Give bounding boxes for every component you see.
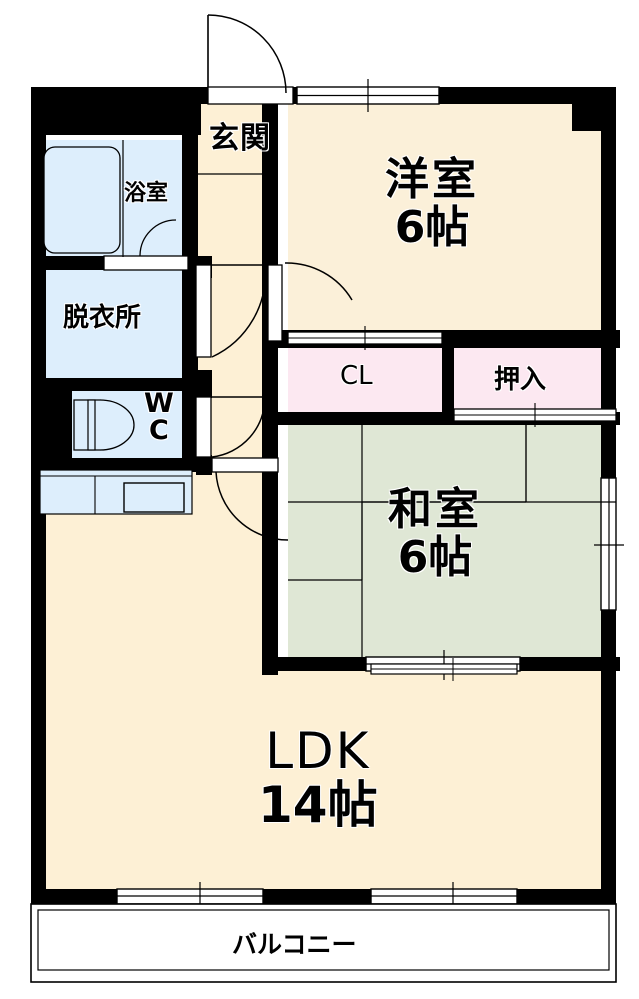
ldk-top-window: [370, 658, 518, 681]
ldk-floor-fill-lower: [38, 668, 616, 900]
wall-hall-right-upper: [262, 95, 278, 265]
wall-cl-divider: [442, 338, 454, 420]
kitchen-counter-fixture: [39, 469, 193, 515]
label-wc: W C: [144, 390, 174, 444]
label-cl: CL: [340, 361, 373, 391]
washitsu-floor-fill: [288, 425, 616, 668]
label-wc-w: W: [144, 388, 174, 419]
cl-sliding-door[interactable]: [287, 326, 443, 350]
wall-wc-left: [46, 389, 72, 460]
wall-datsuijo-bottom: [31, 378, 196, 391]
yoshitsu-window: [296, 79, 440, 112]
bath-door[interactable]: [103, 219, 189, 271]
datsuijo-door[interactable]: [195, 264, 267, 358]
bathtub-fixture: [43, 140, 124, 257]
label-ldk-name: LDK: [265, 722, 371, 780]
toilet-bowl-fixture: [73, 399, 135, 451]
balcony-outline: [30, 903, 617, 983]
label-ldk-area: 14帖: [258, 776, 378, 834]
wc-door[interactable]: [195, 396, 266, 458]
cl-floor-fill: [288, 345, 442, 415]
label-yoshitsu-area: 6帖: [394, 202, 470, 253]
label-oshiire: 押入: [494, 365, 547, 395]
outer-wall-left: [31, 87, 46, 904]
label-ldk: LDK 14帖: [258, 726, 378, 830]
wall-hall-right-lower: [262, 345, 278, 675]
wall-wc-bottom: [31, 458, 196, 472]
oshiire-floor-fill: [452, 345, 616, 415]
wall-wc-right: [182, 389, 198, 460]
wall-yoshitsu-bottom: [278, 330, 620, 340]
tatami-grid: [288, 425, 616, 657]
entrance-door[interactable]: [207, 14, 294, 105]
label-washitsu: 和室 6帖: [388, 488, 482, 580]
label-yokushitsu: 浴室: [124, 181, 169, 206]
yoshitsu-door[interactable]: [267, 262, 353, 342]
wall-ldk-top-right: [262, 657, 278, 673]
wall-datsuijo-right: [182, 270, 198, 380]
wall-bath-right: [182, 131, 198, 271]
genkan-recess-wall: [31, 87, 201, 135]
label-genkan: 玄関: [209, 121, 271, 156]
label-balcony: バルコニー: [232, 930, 357, 959]
label-wc-c: C: [148, 415, 169, 446]
notch-wall-block: [572, 87, 616, 131]
label-yoshitsu: 洋室 6帖: [385, 158, 479, 250]
ldk-door[interactable]: [211, 457, 289, 541]
washitsu-window: [594, 477, 624, 611]
oshiire-sliding-door[interactable]: [453, 403, 617, 427]
label-yoshitsu-name: 洋室: [385, 154, 479, 205]
label-washitsu-name: 和室: [388, 484, 482, 535]
label-datsuijo: 脱衣所: [63, 303, 142, 333]
datsuijo-floor-fill: [38, 268, 192, 380]
label-washitsu-area: 6帖: [397, 532, 473, 583]
yoshitsu-floor-fill: [288, 95, 616, 343]
ldk-window-left[interactable]: [116, 882, 264, 912]
wall-hall-left-b: [196, 370, 212, 398]
